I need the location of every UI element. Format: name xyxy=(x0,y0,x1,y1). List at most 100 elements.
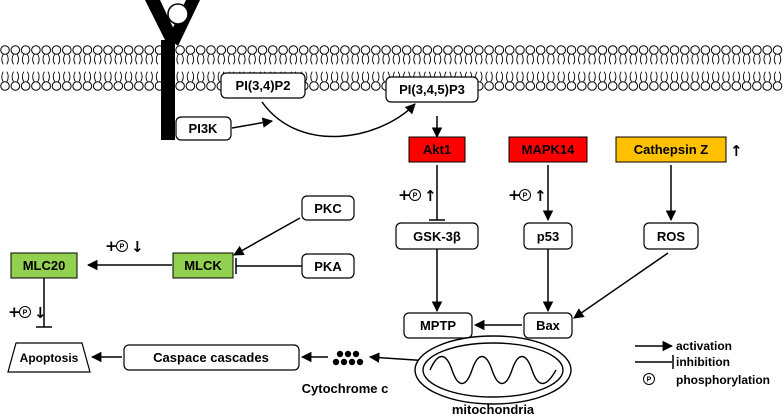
lipid-head xyxy=(144,45,154,55)
lipid-tail xyxy=(634,54,637,65)
lipid-tail xyxy=(222,54,225,65)
lipid-tail xyxy=(68,71,71,82)
lipid-tail xyxy=(444,54,447,65)
lipid-head xyxy=(546,81,556,91)
lipid-tail xyxy=(516,71,519,82)
lipid-head xyxy=(638,81,649,91)
lipid-tail xyxy=(310,54,313,65)
lipid-head xyxy=(51,81,62,91)
lipid-tail xyxy=(37,54,40,65)
up-arrow-mark: ↑ xyxy=(424,187,437,205)
lipid-tail xyxy=(578,54,581,65)
lipid-tail xyxy=(392,54,395,65)
lipid-tail xyxy=(145,71,148,82)
lipid-tail xyxy=(717,71,720,82)
lipid-head xyxy=(247,45,257,55)
lipid-tail xyxy=(567,71,571,82)
lipid-head xyxy=(752,45,762,55)
lipid-tail xyxy=(325,71,328,82)
lipid-tail xyxy=(691,71,694,82)
lipid-tail xyxy=(593,54,596,65)
node-mapk14: MAPK14 xyxy=(508,136,588,163)
lipid-head xyxy=(741,81,752,91)
lipid-head xyxy=(329,81,340,91)
lipid-head xyxy=(556,45,567,55)
lipid-head xyxy=(721,45,731,55)
legend-activation-label: activation xyxy=(676,339,732,353)
lipid-tail xyxy=(717,54,720,65)
lipid-tail xyxy=(130,71,133,82)
lipid-head xyxy=(762,45,773,55)
lipid-tail xyxy=(186,54,189,65)
lipid-tail xyxy=(475,54,478,65)
lipid-tail xyxy=(42,71,45,82)
lipid-tail xyxy=(243,54,246,65)
node-mptp-label: MPTP xyxy=(420,318,456,333)
lipid-tail xyxy=(763,71,766,82)
lipid-tail xyxy=(109,71,112,82)
lipid-head xyxy=(51,45,62,55)
lipid-tail xyxy=(372,71,375,82)
lipid-head xyxy=(680,81,690,91)
lipid-head xyxy=(710,81,721,91)
lipid-head xyxy=(422,45,433,55)
lipid-tail xyxy=(186,71,189,82)
lipid-head xyxy=(494,45,505,55)
lipid-head xyxy=(463,45,474,55)
lipid-tail xyxy=(150,54,153,65)
lipid-head xyxy=(134,81,144,91)
node-ros: ROS xyxy=(643,222,699,250)
lipid-tail xyxy=(181,54,184,65)
lipid-tail xyxy=(202,71,205,82)
lipid-tail xyxy=(449,54,452,65)
node-mlc20-label: MLC20 xyxy=(23,258,66,273)
lipid-tail xyxy=(315,71,318,82)
node-pi34p2: PI(3,4)P2 xyxy=(220,72,306,99)
lipid-tail xyxy=(773,71,777,82)
lipid-head xyxy=(525,81,536,91)
lipid-tail xyxy=(258,54,262,65)
lipid-tail xyxy=(588,54,591,65)
lipid-tail xyxy=(119,71,122,82)
lipid-tail xyxy=(109,54,112,65)
lipid-tail xyxy=(778,54,782,65)
lipid-tail xyxy=(16,54,19,65)
lipid-head xyxy=(31,45,41,55)
lipid-tail xyxy=(650,54,653,65)
lipid-tail xyxy=(372,54,375,65)
lipid-tail xyxy=(27,54,30,65)
lipid-head xyxy=(20,81,31,91)
lipid-tail xyxy=(6,71,9,82)
lipid-tail xyxy=(511,54,514,65)
phospho-p-mark: P xyxy=(413,193,418,200)
lipid-tail xyxy=(27,71,30,82)
lipid-tail xyxy=(140,71,143,82)
lipid-tail xyxy=(645,71,648,82)
lipid-tail xyxy=(469,54,473,65)
lipid-tail xyxy=(57,71,61,82)
up-arrow-mark: ↑ xyxy=(534,187,547,205)
lipid-head xyxy=(319,45,330,55)
node-mlck-label: MLCK xyxy=(184,258,222,273)
lipid-tail xyxy=(614,54,617,65)
lipid-tail xyxy=(706,54,710,65)
lipid-head xyxy=(504,81,515,91)
lipid-tail xyxy=(366,71,370,82)
lipid-tail xyxy=(207,71,210,82)
lipid-head xyxy=(618,81,628,91)
lipid-head xyxy=(257,45,268,55)
lipid-tail xyxy=(598,54,601,65)
lipid-head xyxy=(82,45,93,55)
lipid-head xyxy=(41,45,52,55)
lipid-tail xyxy=(248,54,251,65)
lipid-tail xyxy=(722,71,725,82)
lipid-head xyxy=(649,45,659,55)
lipid-tail xyxy=(701,54,704,65)
lipid-tail xyxy=(691,54,694,65)
node-pi345p3-label: PI(3,4,5)P3 xyxy=(399,82,465,97)
lipid-tail xyxy=(542,54,545,65)
lipid-tail xyxy=(104,54,107,65)
lipid-tail xyxy=(217,71,220,82)
lipid-head xyxy=(20,45,31,55)
lipid-tail xyxy=(73,71,76,82)
